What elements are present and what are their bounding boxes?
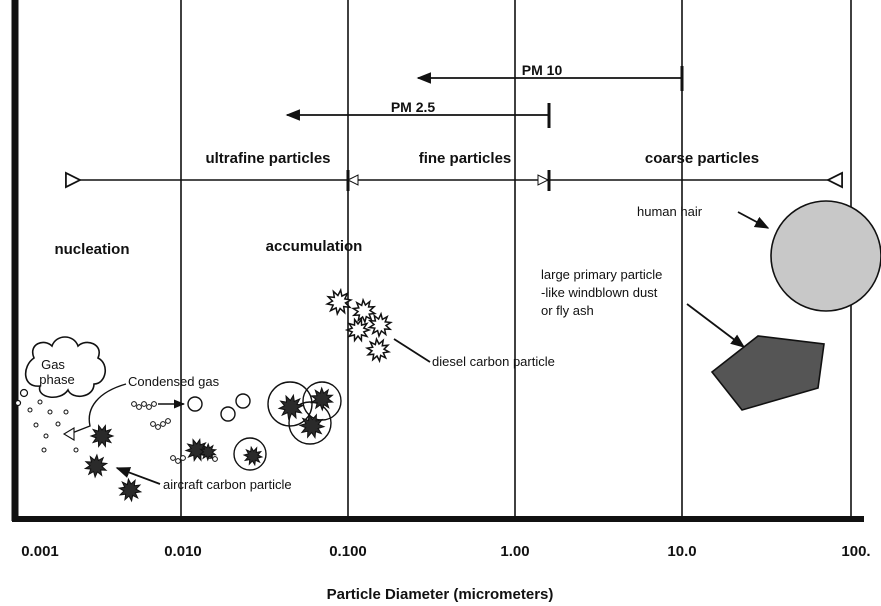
coated-carbon-particle-icon [298,412,326,440]
diesel-carbon-particle-icon [364,336,392,364]
large-primary-label-line2: -like windblown dust [541,285,658,300]
pm25-range: PM 2.5 [285,99,551,128]
pm10-range: PM 10 [416,62,684,91]
fine-label: fine particles [419,150,512,167]
condensed-gas-pointer [71,383,127,434]
diesel-carbon-label: diesel carbon particle [432,354,555,369]
large-primary-pointer [686,303,746,348]
human-hair-label: human hair [637,204,703,219]
coated-carbon-particle-icon [309,386,335,412]
aircraft-carbon-particle-icon [117,477,143,503]
coated-carbon-particle-icon [277,393,305,421]
pm25-label: PM 2.5 [391,99,436,115]
x-axis-label: Particle Diameter (micrometers) [327,586,554,603]
tick-label-10.0: 10.0 [667,543,696,560]
tick-labels: 0.001 0.010 0.100 1.00 10.0 100. [21,543,870,560]
tick-label-1.00: 1.00 [500,543,529,560]
diesel-carbon-particle-icon [344,317,372,343]
tick-label-100: 100. [841,543,870,560]
aircraft-carbon-particle-icon [83,453,109,479]
windblown-dust-particle [710,335,825,411]
aircraft-carbon-pointer [115,467,161,485]
nucleation-label: nucleation [54,241,129,258]
aircraft-carbon-particle-icon [242,445,264,467]
gas-phase-label-line2: phase [39,372,74,387]
fine-right-arrowhead [537,174,550,186]
fine-left-arrowhead [346,174,359,186]
condensed-gas-arrowhead [62,427,75,441]
condensed-droplet-chains [131,401,218,464]
diesel-carbon-particle-icon [324,287,354,317]
aircraft-carbon-label: aircraft carbon particle [163,477,292,492]
gas-phase-cloud-icon [14,336,106,407]
nucleation-droplets [27,399,79,453]
tick-label-0.100: 0.100 [329,543,367,560]
aircraft-carbon-particle-icon [89,424,115,448]
aircraft-carbon-particle-icon [198,442,218,462]
accumulation-label: accumulation [266,238,363,255]
carbon-particles [83,287,393,503]
human-hair-cross-section [770,200,881,312]
gas-phase-label-line1: Gas [41,357,65,372]
size-class-ranges: ultrafine particles fine particles coars… [80,150,828,191]
diesel-carbon-pointer [393,338,431,363]
diesel-carbon-particle-icon [351,297,377,325]
condensed-gas-label: Condensed gas [128,374,220,389]
ultrafine-label: ultrafine particles [205,150,330,167]
coarse-label: coarse particles [645,150,759,167]
tick-label-0.001: 0.001 [21,543,59,560]
large-primary-label-line3: or fly ash [541,303,594,318]
large-primary-label-line1: large primary particle [541,267,662,282]
tick-label-0.010: 0.010 [164,543,202,560]
diesel-carbon-particle-icon [367,311,393,339]
human-hair-pointer [737,211,770,229]
pm10-label: PM 10 [522,62,563,78]
condensed-spheres [187,393,251,422]
